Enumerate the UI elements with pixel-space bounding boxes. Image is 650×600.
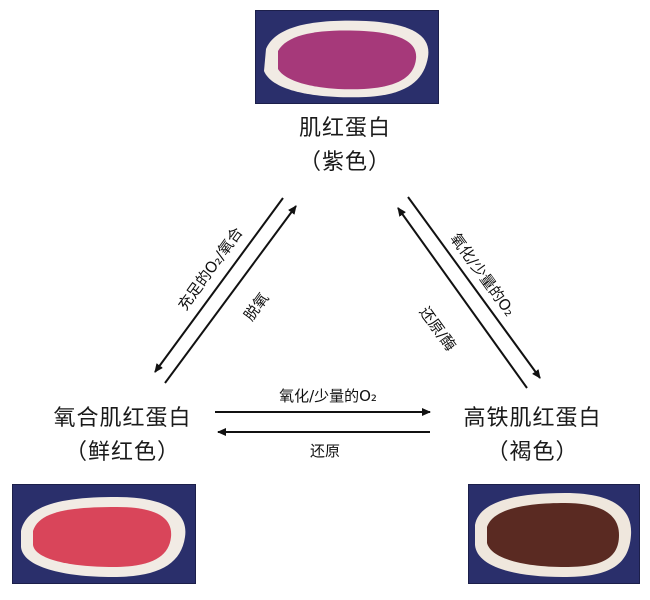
arrow-top-to-right (407, 196, 541, 379)
red-meat-svg (13, 485, 195, 583)
brown-meat-svg (469, 485, 639, 583)
node-metmyoglobin-color: （褐色） (486, 440, 579, 465)
node-myoglobin-name: 肌红蛋白 (298, 116, 391, 141)
node-myoglobin: 肌红蛋白 （紫色） (245, 112, 445, 180)
purple-meat-image (255, 10, 439, 104)
label-left-to-right: 氧化/少量的O₂ (279, 387, 377, 405)
brown-meat-image (468, 484, 640, 584)
node-oxymyoglobin: 氧合肌红蛋白 （鲜红色） (30, 402, 215, 470)
node-metmyoglobin: 高铁肌红蛋白 （褐色） (440, 402, 625, 470)
label-right-to-left: 还原 (309, 442, 340, 460)
node-oxymyoglobin-color: （鲜红色） (64, 440, 180, 465)
red-meat-image (12, 484, 196, 584)
arrow-right-to-top (397, 207, 528, 389)
arrow-left-to-top (164, 205, 297, 384)
node-oxymyoglobin-name: 氧合肌红蛋白 (53, 406, 192, 431)
purple-meat-svg (256, 11, 438, 103)
node-myoglobin-color: （紫色） (298, 150, 391, 175)
arrow-top-to-left (154, 197, 284, 373)
node-metmyoglobin-name: 高铁肌红蛋白 (463, 406, 602, 431)
